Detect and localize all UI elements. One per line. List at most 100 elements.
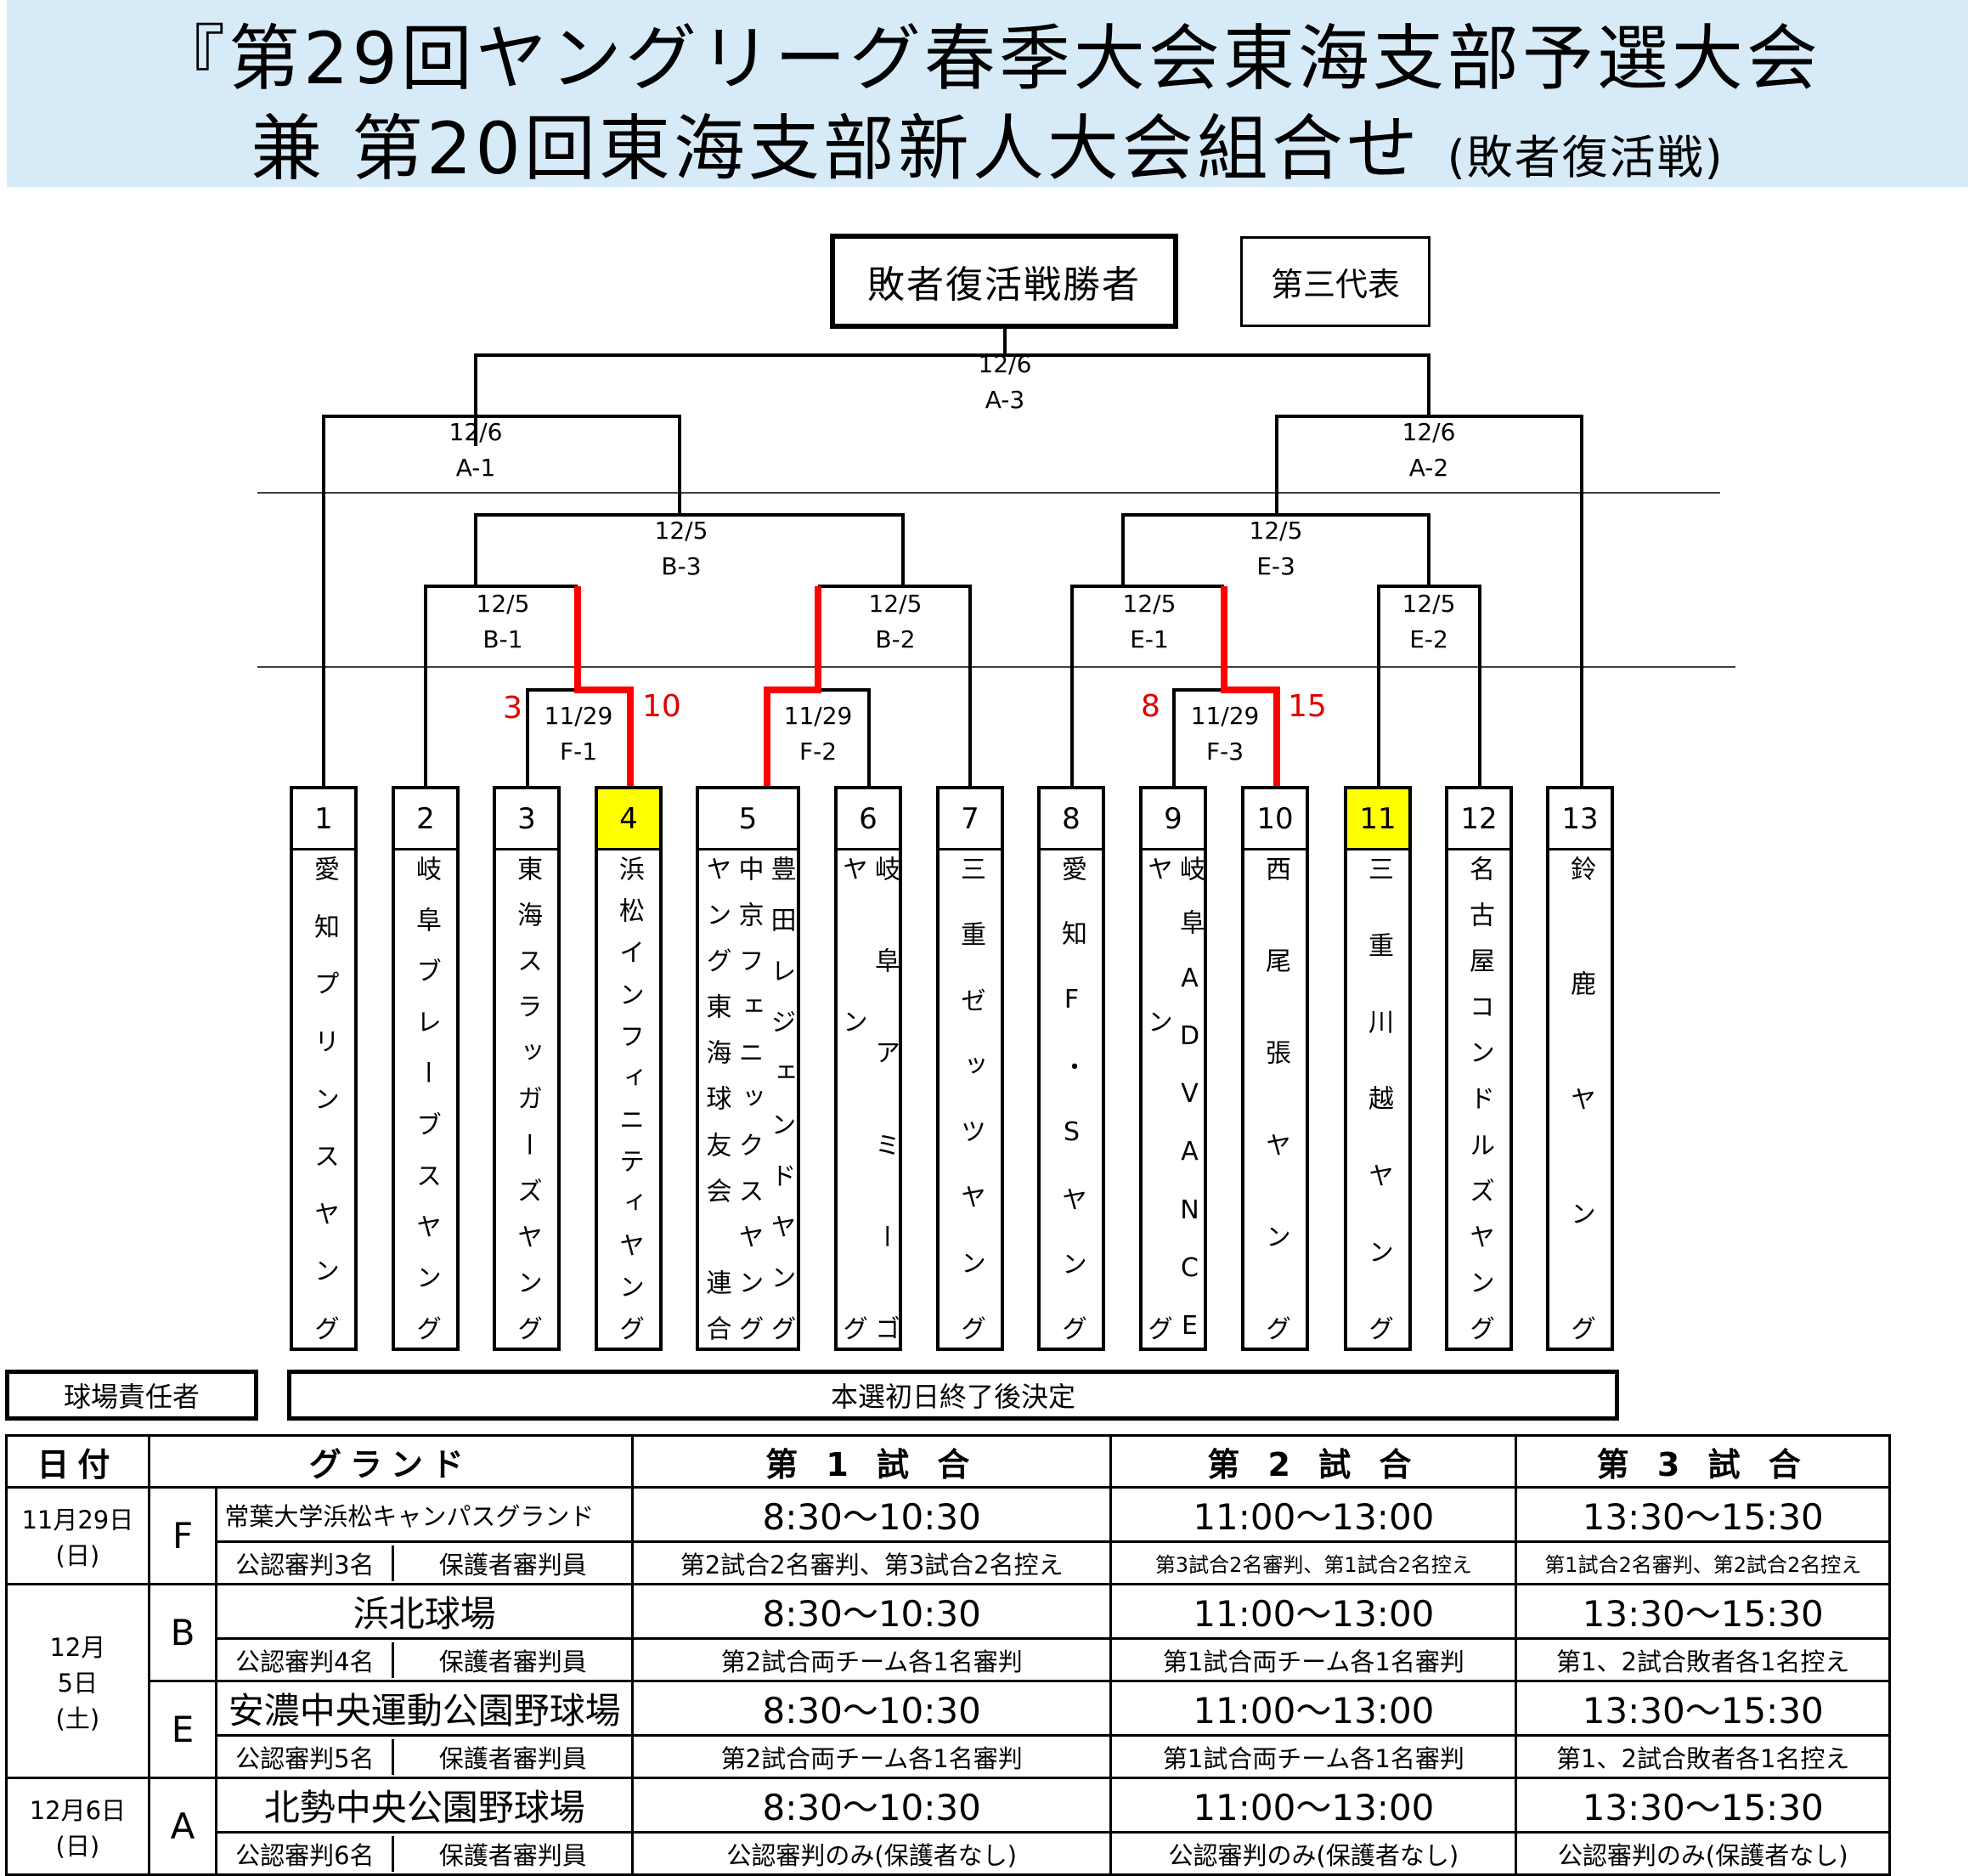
game-3-note: 第1、2試合敗者各1名控え (1515, 1637, 1891, 1682)
game-2-note: 第3試合2名審判、第1試合2名控え (1109, 1540, 1518, 1585)
team-number: 2 (395, 789, 456, 850)
umpire-count: 公認審判6名 (217, 1835, 395, 1872)
bracket-lines (257, 327, 1735, 786)
schedule-row-a-notes: 公認審判6名 保護者審判員 公認審判のみ(保護者なし) 公認審判のみ(保護者なし… (7, 1831, 1891, 1876)
umpire-count: 公認審判4名 (217, 1642, 395, 1678)
schedule-table: 日付 グランド 第 1 試 合 第 2 試 合 第 3 試 合 11月29日(日… (5, 1434, 1891, 1876)
team-number: 9 (1143, 789, 1204, 850)
team-name: 岐阜ブレーブスヤング (395, 850, 456, 1348)
game-3-time: 13:30〜15:30 (1515, 1777, 1891, 1834)
team-name: 浜松インフィニティヤング (598, 850, 659, 1348)
schedule-row-a: 12月6日(日) A 北勢中央公園野球場 8:30〜10:30 11:00〜13… (5, 1777, 1891, 1876)
team-name-column: 愛知プリンスヤング (309, 856, 339, 1341)
ground-letter: E (147, 1680, 218, 1779)
header-game-1: 第 1 試 合 (631, 1434, 1113, 1489)
score-f3-right: 15 (1288, 689, 1327, 724)
team-number: 3 (496, 789, 557, 850)
game-1-note: 第2試合両チーム各1名審判 (631, 1637, 1113, 1682)
team-name-column: 三重川越ヤング (1363, 856, 1393, 1341)
team-name: 三重川越ヤング (1347, 850, 1408, 1348)
ground-name: 安濃中央運動公園野球場 (215, 1680, 635, 1737)
umpire-cell: 公認審判5名 保護者審判員 (215, 1734, 635, 1779)
game-3-time: 13:30〜15:30 (1515, 1680, 1891, 1737)
header-ground: グランド (147, 1434, 635, 1489)
game-2-time: 11:00〜13:00 (1109, 1486, 1518, 1543)
team-name: 岐阜アミーゴヤン グ (838, 850, 900, 1348)
team-name: 東海スラッガーズヤング (496, 850, 557, 1348)
team-name-column: 中京フェニックスヤング (733, 856, 764, 1341)
team-name: 西尾張ヤング (1244, 850, 1306, 1348)
team-number: 12 (1448, 789, 1509, 850)
game-2-note: 第1試合両チーム各1名審判 (1109, 1734, 1518, 1779)
title-note: (敗者復活戦) (1447, 131, 1724, 184)
team-name: 三重ゼッツヤング (940, 850, 1001, 1348)
team-number: 4 (598, 789, 659, 850)
team-box-12: 12 名古屋コンドルズヤング (1445, 786, 1513, 1351)
schedule-row-f-notes: 公認審判3名 保護者審判員 第2試合2名審判、第3試合2名控え 第3試合2名審判… (7, 1540, 1891, 1585)
game-1-time: 8:30〜10:30 (631, 1777, 1113, 1834)
date-cell: 12月6日(日) (5, 1777, 150, 1876)
header-date: 日付 (5, 1434, 150, 1489)
umpire-cell: 公認審判3名 保護者審判員 (215, 1540, 635, 1585)
ground-letter: F (147, 1486, 218, 1585)
game-2-note: 公認審判のみ(保護者なし) (1109, 1831, 1518, 1876)
team-name-column: 名古屋コンドルズヤング (1464, 856, 1494, 1341)
game-3-note: 第1、2試合敗者各1名控え (1515, 1734, 1891, 1779)
team-name: 名古屋コンドルズヤング (1448, 850, 1509, 1348)
game-3-time: 13:30〜15:30 (1515, 1486, 1891, 1543)
team-number: 10 (1244, 789, 1306, 850)
guardian-umpire: 保護者審判員 (438, 1647, 587, 1676)
guardian-umpire: 保護者審判員 (438, 1550, 587, 1579)
title-main: 兼 第20回東海支部新人大会組合せ (251, 107, 1421, 190)
ground-name: 北勢中央公園野球場 (215, 1777, 635, 1834)
team-box-1: 1 愛知プリンスヤング (290, 786, 358, 1351)
game-1-time: 8:30〜10:30 (631, 1680, 1113, 1737)
game-2-time: 11:00〜13:00 (1109, 1777, 1518, 1834)
team-number: 5 (699, 789, 797, 850)
team-name-column: ヤング東海球友会 連合 (701, 856, 731, 1341)
team-name-column: 岐阜ブレーブスヤング (411, 856, 441, 1341)
game-1-time: 8:30〜10:30 (631, 1486, 1113, 1543)
schedule-row-b-notes: 公認審判4名 保護者審判員 第2試合両チーム各1名審判 第1試合両チーム各1名審… (7, 1637, 1891, 1682)
team-name-column: 三重ゼッツヤング (956, 856, 985, 1341)
team-name-column: 豊田レジェンドヤング (765, 856, 796, 1341)
score-f3-left: 8 (1141, 689, 1160, 724)
responsible-value: 本選初日終了後決定 (830, 1381, 1075, 1413)
schedule-header-row: 日付 グランド 第 1 試 合 第 2 試 合 第 3 試 合 (5, 1434, 1891, 1489)
title-banner: 『第29回ヤングリーグ春季大会東海支部予選大会 兼 第20回東海支部新人大会組合… (7, 0, 1968, 190)
score-f1-right: 10 (642, 689, 681, 724)
team-number: 1 (293, 789, 354, 850)
ground-letter: B (147, 1583, 218, 1682)
date-cell: 11月29日(日) (5, 1486, 150, 1585)
game-1-note: 第2試合2名審判、第3試合2名控え (631, 1540, 1113, 1585)
responsible-label-box: 球場責任者 (5, 1370, 258, 1421)
ground-letter: A (147, 1777, 218, 1876)
title-line-2: 兼 第20回東海支部新人大会組合せ (敗者復活戦) (7, 92, 1968, 195)
team-box-3: 3 東海スラッガーズヤング (493, 786, 561, 1351)
ground-name: 浜北球場 (215, 1583, 635, 1640)
header-game-3: 第 3 試 合 (1515, 1434, 1891, 1489)
game-3-note: 公認審判のみ(保護者なし) (1515, 1831, 1891, 1876)
title-line-1: 『第29回ヤングリーグ春季大会東海支部予選大会 (154, 17, 1821, 100)
third-label: 第三代表 (1270, 266, 1400, 303)
game-3-time: 13:30〜15:30 (1515, 1583, 1891, 1640)
team-name-column: 東海スラッガーズヤング (512, 856, 542, 1341)
